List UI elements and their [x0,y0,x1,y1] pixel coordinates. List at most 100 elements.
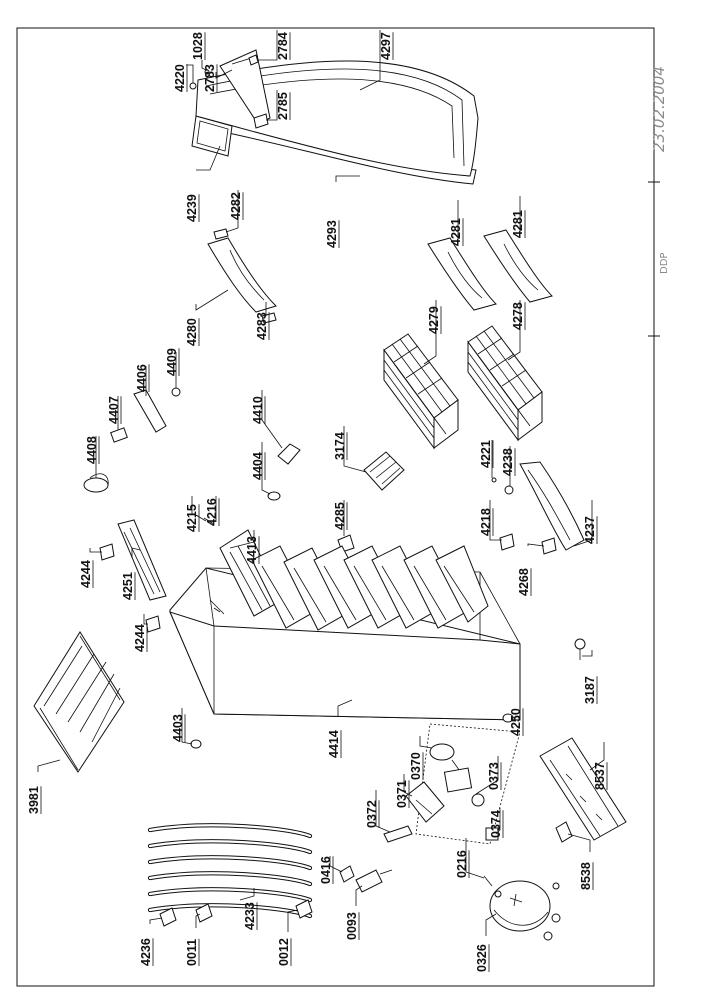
part-label-4406: 4406 [135,364,149,392]
leader-2783 [215,69,233,79]
leader-0370 [419,736,433,749]
part-label-4407: 4407 [107,396,121,424]
part-label-4237: 4237 [583,516,597,544]
control-bracket-4406 [133,389,167,433]
lid-clip-4282 [213,228,229,240]
leader-1028 [201,60,207,71]
part-label-4218: 4218 [479,508,493,536]
wire-basket-4279 [383,333,459,450]
cover-0374 [485,827,499,841]
part-label-2785: 2785 [276,92,290,120]
knob-4409 [171,387,181,397]
leader-4251 [131,547,141,558]
ice-tray-3174 [363,451,405,491]
part-label-4251: 4251 [121,572,135,600]
part-label-2784: 2784 [276,32,290,60]
bracket-4218 [499,533,515,551]
leader-0326 [485,913,497,936]
leader-4250 [511,700,521,719]
leader-0012 [287,909,299,932]
leader-4414 [337,699,353,716]
wire-shelves-4413 [219,529,489,631]
part-label-3981: 3981 [27,786,41,814]
part-label-4215: 4215 [185,504,199,532]
leader-0093 [355,885,363,906]
part-label-8537: 8537 [593,762,607,790]
leader-3174 [343,426,367,473]
basket-lid-4281-b [483,229,553,303]
part-label-4238: 4238 [501,448,515,476]
part-label-4216: 4216 [205,498,219,526]
light-cover-4410 [277,443,301,465]
wire-basket-4278 [467,325,543,442]
bracket-4268 [541,537,557,555]
bracket-4244-a [99,543,115,561]
leader-0373 [475,756,499,795]
leader-4237 [573,500,593,547]
condenser-coil-4233 [147,823,313,919]
part-label-4281a: 4281 [449,218,463,246]
part-label-4280: 4280 [185,318,199,346]
part-label-0012: 0012 [277,938,291,966]
part-label-4403: 4403 [171,714,185,742]
leader-8537 [589,742,605,771]
leader-4413 [229,530,255,549]
leader-0372 [375,790,391,833]
leader-4236 [149,917,163,924]
part-label-3174: 3174 [333,432,347,460]
part-label-4409: 4409 [165,348,179,376]
clip-0011 [195,903,213,923]
part-label-0416: 0416 [319,856,333,884]
leader-3981 [37,759,61,772]
starter-relay-0373 [443,767,485,807]
leader-4239 [196,145,221,171]
part-label-1028: 1028 [191,32,205,60]
part-label-4279: 4279 [427,306,441,334]
basket-lid-4281-a [427,237,497,311]
hinge-pin-1028 [204,69,210,75]
leader-4279 [423,300,437,365]
part-label-0011: 0011 [185,939,199,966]
leader-2785 [266,90,278,121]
leader-4297 [359,30,381,91]
leader-4403 [181,708,193,745]
hinge-bracket-2785 [253,113,269,129]
part-label-4281b: 4281 [511,210,525,238]
leader-4278 [507,300,521,361]
part-label-4278: 4278 [511,302,525,330]
part-label-4250: 4250 [509,708,523,736]
clip-4236 [159,907,177,927]
clip-0012 [295,899,313,919]
part-label-4244a: 4244 [79,560,93,588]
leader-4410 [261,390,283,449]
leader-4220 [186,64,194,83]
part-label-4268: 4268 [517,568,531,596]
part-label-4233: 4233 [243,902,257,930]
leader-0216 [465,838,485,879]
leader-4268 [527,543,545,547]
screw-4216 [203,517,215,525]
part-label-4283: 4283 [255,312,269,340]
relay-0370 [429,743,463,775]
terminal-box-0371 [405,781,445,823]
part-label-4282: 4282 [229,192,243,220]
leader-0011 [195,913,201,928]
drawing-code: DDP [659,253,670,274]
bracket-4244-b [145,615,161,633]
part-label-4236: 4236 [139,938,153,966]
part-label-0370: 0370 [409,752,423,780]
kick-plate-4237 [519,461,585,551]
part-label-0216: 0216 [455,850,469,878]
leader-4218 [489,500,502,541]
foot-4403 [190,739,202,749]
part-label-4239: 4239 [185,194,199,222]
part-label-0326: 0326 [475,944,489,972]
drawing-frame [16,27,655,987]
drawing-date: 23.02.2004 [650,66,668,152]
door-hinge-2783 [219,49,271,125]
leader-4404 [261,442,271,495]
part-label-4410: 4410 [251,396,265,424]
part-label-4297: 4297 [379,32,393,60]
